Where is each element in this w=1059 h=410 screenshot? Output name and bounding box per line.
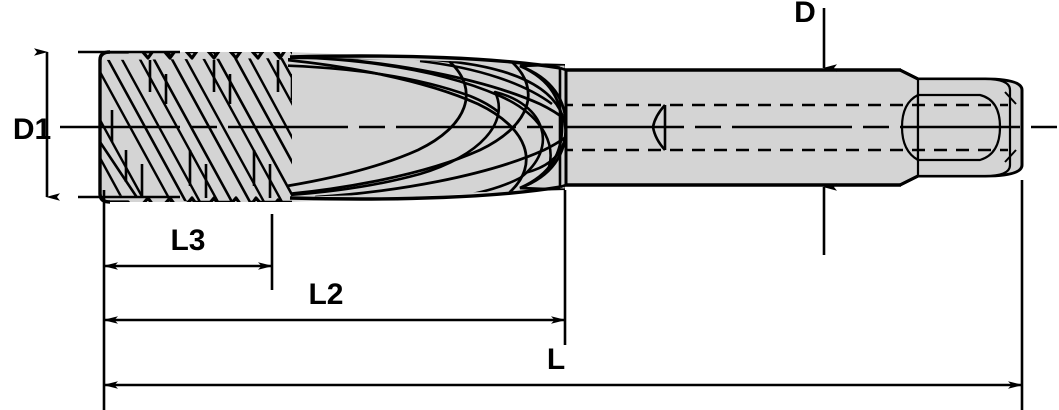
dimension-label-D: D bbox=[794, 0, 816, 29]
shank-step bbox=[899, 68, 919, 187]
tool-body-group bbox=[98, 50, 1024, 204]
dimension-L3: L3 bbox=[103, 224, 273, 270]
shank-edges bbox=[565, 68, 901, 187]
helical-flutes bbox=[288, 57, 565, 197]
dimension-L: L bbox=[103, 343, 1023, 389]
dimension-L2: L2 bbox=[103, 278, 566, 324]
dimension-label-D1: D1 bbox=[13, 113, 51, 146]
dimension-label-L2: L2 bbox=[308, 278, 343, 311]
dimension-D1: D1 bbox=[13, 48, 180, 201]
dimension-label-L: L bbox=[547, 343, 565, 376]
dimension-D: D bbox=[794, 0, 837, 255]
dimension-label-L3: L3 bbox=[170, 224, 205, 257]
